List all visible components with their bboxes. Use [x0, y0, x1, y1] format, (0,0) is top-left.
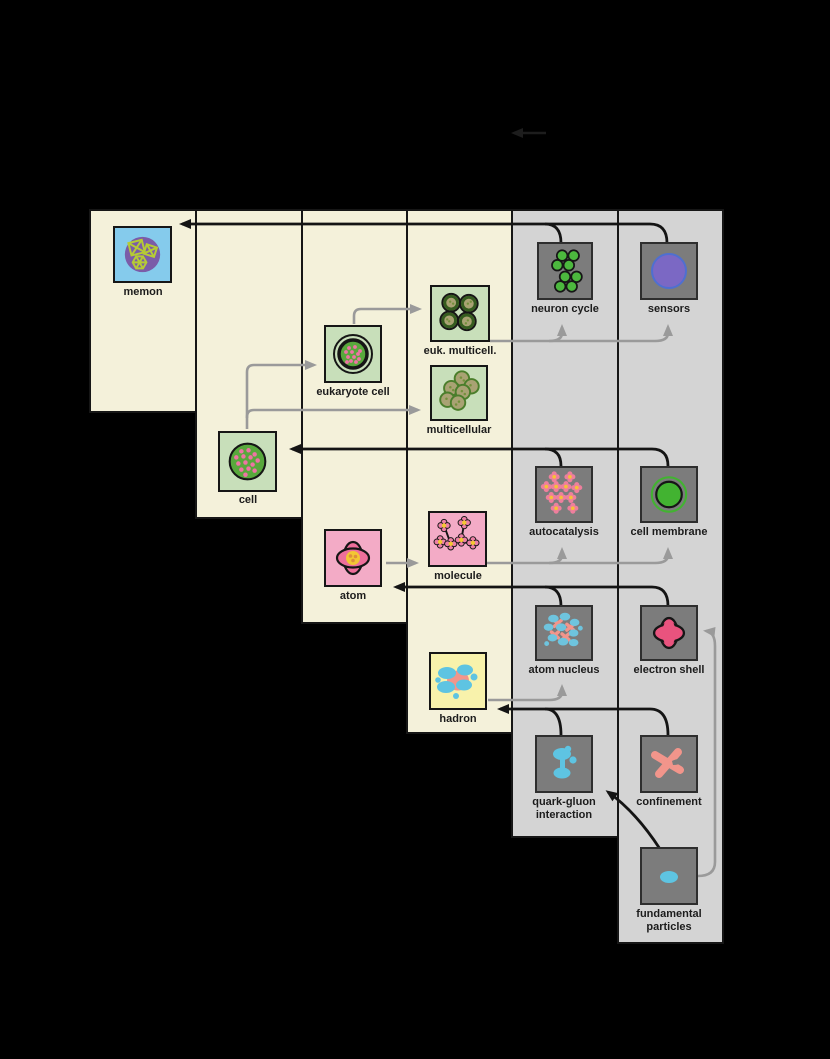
multicellular-icon — [439, 370, 480, 411]
arrow-electronshell-to-atom — [393, 582, 670, 607]
panel-level-6 — [617, 209, 724, 944]
arrow-eukmulticell-to-sensors — [490, 324, 673, 343]
cell-icon — [228, 442, 267, 481]
neuron-cycle-icon — [551, 249, 583, 293]
electron-shell-box — [640, 605, 698, 661]
molecule-label: molecule — [434, 570, 482, 582]
fundamental-particles-label: fundamental particles — [636, 908, 702, 933]
confinement-icon — [651, 748, 684, 778]
hadron-label: hadron — [439, 713, 477, 725]
atom-nucleus-icon — [543, 612, 583, 647]
atom-box — [324, 529, 382, 587]
autocatalysis-label: autocatalysis — [529, 526, 599, 538]
arrow-quark-gluon-branch — [544, 707, 563, 736]
confinement-label: confinement — [636, 796, 702, 808]
arrow-hadron-to-atom-nucleus — [488, 684, 567, 702]
arrow-sensors-to-memon — [179, 219, 669, 244]
autocatalysis-box — [535, 466, 593, 523]
quark-gluon-label: quark-gluon interaction — [532, 796, 596, 821]
arrow-fundamental-to-quark-gluon — [605, 790, 662, 850]
cell-membrane-icon — [650, 476, 688, 513]
arrow-eukaryote-to-euk-multicell — [352, 304, 422, 324]
electron-shell-label: electron shell — [633, 664, 705, 676]
atom-nucleus-label: atom nucleus — [528, 664, 600, 676]
hadron-icon — [435, 664, 478, 699]
neuron-cycle-box — [537, 242, 593, 300]
quark-gluon-box — [535, 735, 593, 793]
cell-box — [218, 431, 277, 492]
arrow-cellmembrane-to-cell — [289, 444, 670, 467]
arrow-autocatalysis-branch — [544, 447, 563, 467]
memon-box — [113, 226, 172, 283]
atom-nucleus-box — [535, 605, 593, 661]
atom-icon — [335, 540, 371, 576]
cell-membrane-box — [640, 466, 698, 523]
confinement-box — [640, 735, 698, 793]
euk-multicell-icon — [439, 292, 479, 332]
autocatalysis-icon — [540, 471, 583, 514]
sensors-icon — [651, 253, 687, 289]
fundamental-particles-icon — [660, 871, 678, 883]
arrow-molecule-to-cell-membrane — [486, 547, 673, 565]
molecule-icon — [433, 515, 480, 551]
fundamental-particles-box — [640, 847, 698, 905]
molecule-box — [428, 511, 487, 567]
arrow-cell-to-eukaryote-cell — [245, 360, 317, 418]
euk-multicell-label: euk. multicell. — [423, 345, 497, 357]
hadron-box — [429, 652, 487, 710]
multicellular-box — [430, 365, 488, 421]
eukaryote-cell-label: eukaryote cell — [316, 386, 390, 398]
arrow-molecule-to-autocatalysis — [548, 547, 567, 565]
electron-shell-icon — [652, 616, 686, 650]
cell-label: cell — [238, 494, 258, 506]
multicellular-label: multicellular — [426, 424, 492, 436]
atom-label: atom — [339, 590, 367, 602]
quark-gluon-icon — [553, 745, 577, 779]
arrow-confinement-to-hadron — [497, 704, 670, 736]
panel-level-5 — [511, 209, 619, 838]
euk-multicell-box — [430, 285, 490, 342]
neuron-cycle-label: neuron cycle — [531, 303, 599, 315]
sensors-box — [640, 242, 698, 300]
arrow-atom-nucleus-branch — [544, 585, 563, 607]
arrow-neuron-cycle-branch — [544, 222, 563, 244]
eukaryote-cell-box — [324, 325, 382, 383]
arrow-eukmulticell-to-neuron-cycle — [548, 324, 567, 343]
eukaryote-cell-icon — [333, 334, 373, 374]
memon-label: memon — [123, 286, 163, 298]
memon-icon — [124, 236, 161, 273]
cell-membrane-label: cell membrane — [630, 526, 708, 538]
sensors-label: sensors — [647, 303, 691, 315]
arrow-fundamental-to-electron-shell — [697, 627, 717, 878]
